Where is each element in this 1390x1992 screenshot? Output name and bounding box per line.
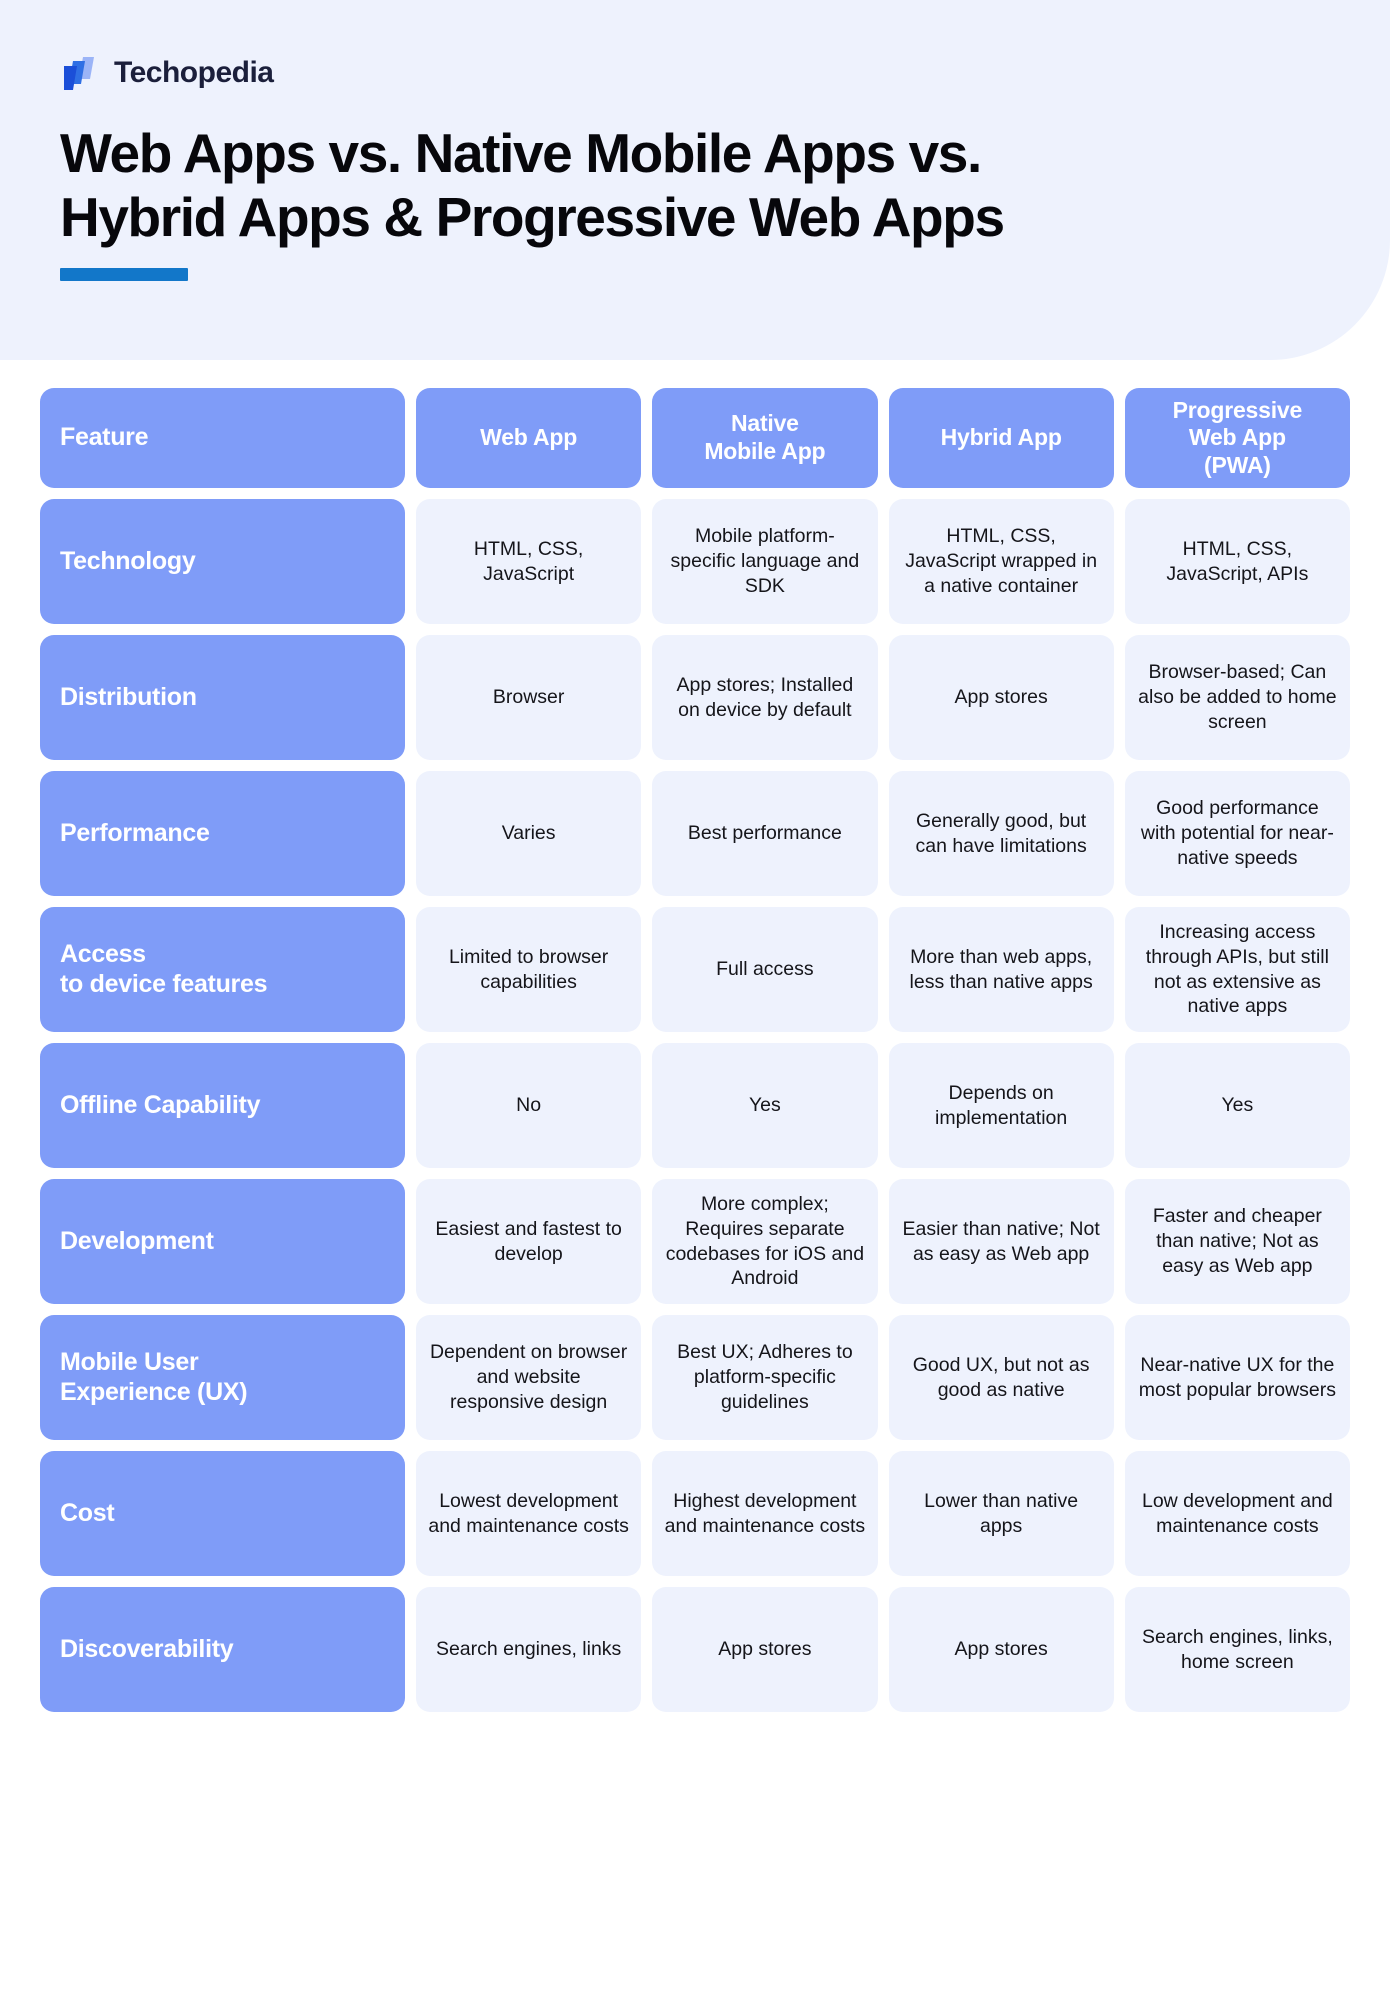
cell-discoverability-hybrid-app: App stores [888,1587,1114,1712]
column-header-native-line-1: Native [730,410,799,437]
page-title-line-2: Hybrid Apps & Progressive Web Apps [60,185,1005,248]
table-row: Cost Lowest development and maintenance … [40,1451,1350,1576]
cell-discoverability-native-mobile-app: App stores [652,1587,878,1712]
cell-technology-native-mobile-app: Mobile platform-specific language and SD… [652,499,878,624]
title-accent-bar [60,267,188,281]
techopedia-parallelogram-logo-icon [60,53,100,93]
row-label-access-line-1: Access [60,940,146,968]
cell-access-pwa: Increasing access through APIs, but stil… [1124,907,1350,1032]
cell-cost-pwa: Low development and maintenance costs [1124,1451,1350,1576]
comparison-table: Feature Web App Native Mobile App Hybrid… [0,360,1390,1748]
row-label-distribution: Distribution [40,635,405,760]
column-header-web-app: Web App [416,388,642,488]
cell-technology-pwa: HTML, CSS, JavaScript, APIs [1124,499,1350,624]
cell-offline-hybrid-app: Depends on implementation [888,1043,1114,1168]
table-row: Performance Varies Best performance Gene… [40,771,1350,896]
column-header-pwa-line-3: (PWA) [1204,451,1271,478]
cell-cost-hybrid-app: Lower than native apps [888,1451,1114,1576]
cell-distribution-native-mobile-app: App stores; Installed on device by defau… [652,635,878,760]
row-label-technology: Technology [40,499,405,624]
cell-distribution-web-app: Browser [416,635,642,760]
column-header-native-line-2: Mobile App [704,438,826,464]
cell-ux-pwa: Near-native UX for the most popular brow… [1124,1315,1350,1440]
cell-discoverability-pwa: Search engines, links, home screen [1124,1587,1350,1712]
column-header-feature: Feature [40,388,405,488]
row-label-access-line-2: to device features [60,969,268,998]
cell-performance-hybrid-app: Generally good, but can have limitations [888,771,1114,896]
column-header-pwa: Progressive Web App (PWA) [1124,388,1350,488]
cell-technology-hybrid-app: HTML, CSS, JavaScript wrapped in a nativ… [888,499,1114,624]
cell-distribution-hybrid-app: App stores [888,635,1114,760]
cell-development-native-mobile-app: More complex; Requires separate codebase… [652,1179,878,1304]
cell-ux-native-mobile-app: Best UX; Adheres to platform-specific gu… [652,1315,878,1440]
cell-development-pwa: Faster and cheaper than native; Not as e… [1124,1179,1350,1304]
cell-cost-web-app: Lowest development and maintenance costs [416,1451,642,1576]
row-label-cost: Cost [40,1451,405,1576]
header-panel: Techopedia Web Apps vs. Native Mobile Ap… [0,0,1390,360]
cell-cost-native-mobile-app: Highest development and maintenance cost… [652,1451,878,1576]
cell-performance-pwa: Good performance with potential for near… [1124,771,1350,896]
table-row: Development Easiest and fastest to devel… [40,1179,1350,1304]
cell-development-hybrid-app: Easier than native; Not as easy as Web a… [888,1179,1114,1304]
column-header-native-mobile-app: Native Mobile App [652,388,878,488]
cell-offline-pwa: Yes [1124,1043,1350,1168]
cell-ux-web-app: Dependent on browser and website respons… [416,1315,642,1440]
row-label-access-to-device-features: Access to device features [40,907,405,1032]
table-row: Access to device features Limited to bro… [40,907,1350,1032]
row-label-mobile-user-experience: Mobile User Experience (UX) [40,1315,405,1440]
cell-access-hybrid-app: More than web apps, less than native app… [888,907,1114,1032]
cell-access-native-mobile-app: Full access [652,907,878,1032]
cell-ux-hybrid-app: Good UX, but not as good as native [888,1315,1114,1440]
cell-performance-native-mobile-app: Best performance [652,771,878,896]
column-header-pwa-line-2: Web App [1188,424,1286,451]
cell-technology-web-app: HTML, CSS, JavaScript [416,499,642,624]
row-label-ux-line-1: Mobile User [60,1348,199,1376]
column-header-pwa-line-1: Progressive [1172,396,1303,423]
brand-name: Techopedia [114,56,274,89]
cell-offline-native-mobile-app: Yes [652,1043,878,1168]
cell-distribution-pwa: Browser-based; Can also be added to home… [1124,635,1350,760]
row-label-ux-line-2: Experience (UX) [60,1377,248,1406]
table-header-row: Feature Web App Native Mobile App Hybrid… [40,388,1350,488]
table-row: Offline Capability No Yes Depends on imp… [40,1043,1350,1168]
row-label-performance: Performance [40,771,405,896]
cell-offline-web-app: No [416,1043,642,1168]
table-row: Mobile User Experience (UX) Dependent on… [40,1315,1350,1440]
row-label-discoverability: Discoverability [40,1587,405,1712]
page-title: Web Apps vs. Native Mobile Apps vs. Hybr… [60,122,1330,250]
table-row: Discoverability Search engines, links Ap… [40,1587,1350,1712]
table-row: Distribution Browser App stores; Install… [40,635,1350,760]
cell-development-web-app: Easiest and fastest to develop [416,1179,642,1304]
page-title-line-1: Web Apps vs. Native Mobile Apps vs. [60,122,982,184]
column-header-hybrid-app: Hybrid App [888,388,1114,488]
row-label-offline-capability: Offline Capability [40,1043,405,1168]
brand-logo: Techopedia [60,50,1330,96]
table-row: Technology HTML, CSS, JavaScript Mobile … [40,499,1350,624]
row-label-development: Development [40,1179,405,1304]
cell-access-web-app: Limited to browser capabilities [416,907,642,1032]
cell-discoverability-web-app: Search engines, links [416,1587,642,1712]
cell-performance-web-app: Varies [416,771,642,896]
